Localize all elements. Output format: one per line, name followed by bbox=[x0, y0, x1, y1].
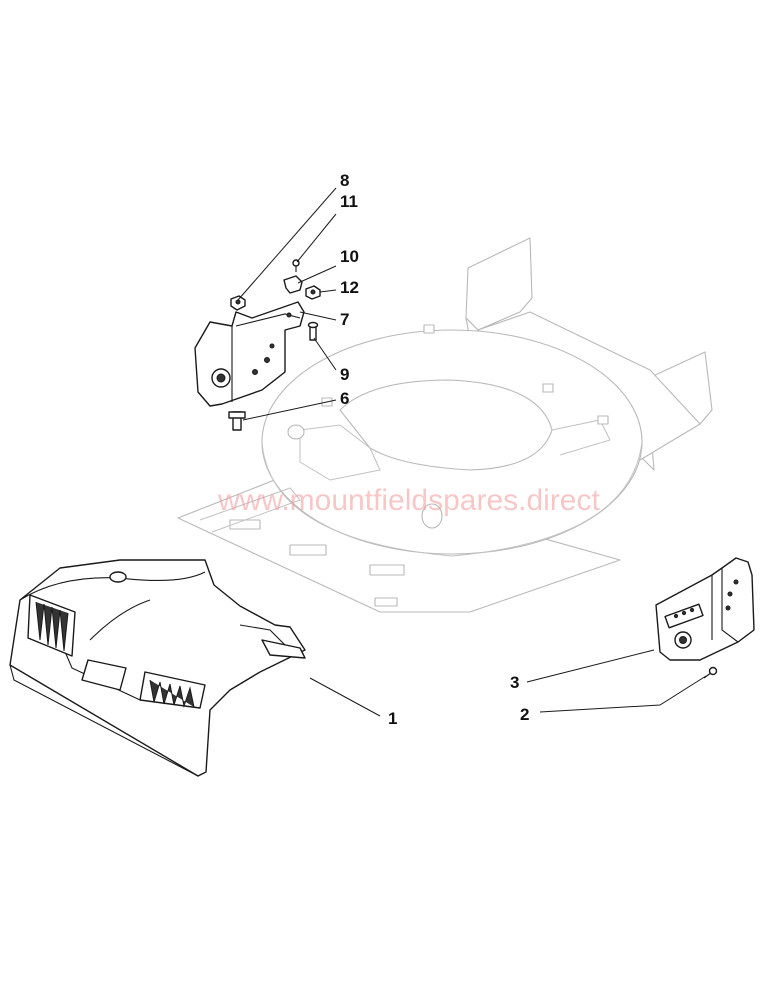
callout-9: 9 bbox=[340, 365, 349, 384]
mower-deck-ghost bbox=[177, 237, 713, 613]
callout-3: 3 bbox=[510, 673, 519, 692]
callout-12: 12 bbox=[340, 278, 359, 297]
callout-2: 2 bbox=[520, 705, 529, 724]
right-bracket-assembly bbox=[655, 557, 755, 679]
callout-6: 6 bbox=[340, 389, 349, 408]
callout-8: 8 bbox=[340, 171, 349, 190]
clip-part-10 bbox=[283, 275, 303, 294]
watermark-text: www.mountfieldspares.direct bbox=[217, 484, 600, 517]
callout-7: 7 bbox=[340, 310, 349, 329]
left-bracket-assembly bbox=[194, 259, 321, 431]
callout-10: 10 bbox=[340, 247, 359, 266]
callout-1: 1 bbox=[388, 709, 397, 728]
leader-lines bbox=[237, 187, 707, 717]
bracket-part-3 bbox=[655, 557, 755, 661]
callout-11: 11 bbox=[340, 192, 358, 211]
front-cover-part-1 bbox=[9, 559, 306, 777]
